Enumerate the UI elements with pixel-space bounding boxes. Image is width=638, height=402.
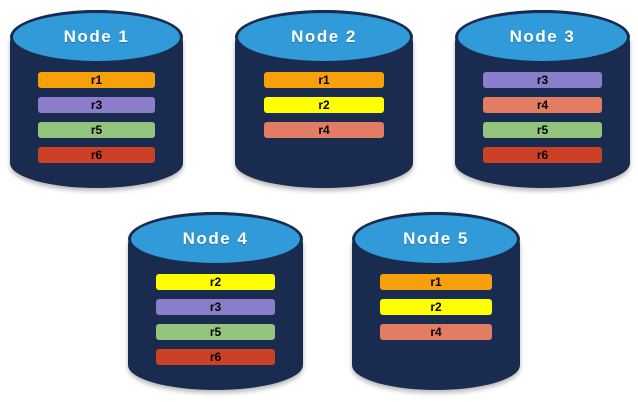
replica-bar[interactable]: r4: [483, 97, 602, 113]
replica-bar[interactable]: r5: [38, 122, 155, 138]
replica-bar[interactable]: r4: [264, 122, 384, 138]
replica-bar[interactable]: r1: [38, 72, 155, 88]
replica-bar[interactable]: r4: [380, 324, 492, 340]
replica-bar[interactable]: r3: [483, 72, 602, 88]
replica-bar[interactable]: r6: [38, 147, 155, 163]
replica-bar[interactable]: r2: [156, 274, 275, 290]
replica-bar-list: r1 r2 r4: [380, 274, 492, 340]
cylinder-top-ellipse: [235, 10, 413, 64]
replica-bar[interactable]: r6: [483, 147, 602, 163]
replica-bar[interactable]: r2: [380, 299, 492, 315]
replica-bar[interactable]: r3: [38, 97, 155, 113]
cylinder-top-ellipse: [10, 10, 183, 64]
cylinder-top-ellipse: [352, 212, 520, 266]
cylinder-top-ellipse: [455, 10, 630, 64]
replica-bar[interactable]: r6: [156, 349, 275, 365]
cylinder-top-ellipse: [128, 212, 303, 266]
replica-bar[interactable]: r5: [483, 122, 602, 138]
replica-bar-list: r3 r4 r5 r6: [483, 72, 602, 163]
replica-bar-list: r2 r3 r5 r6: [156, 274, 275, 365]
replica-bar[interactable]: r2: [264, 97, 384, 113]
replica-bar[interactable]: r1: [264, 72, 384, 88]
replica-bar-list: r1 r2 r4: [264, 72, 384, 138]
replica-bar[interactable]: r5: [156, 324, 275, 340]
replica-bar[interactable]: r3: [156, 299, 275, 315]
replica-bar-list: r1 r3 r5 r6: [38, 72, 155, 163]
replica-bar[interactable]: r1: [380, 274, 492, 290]
